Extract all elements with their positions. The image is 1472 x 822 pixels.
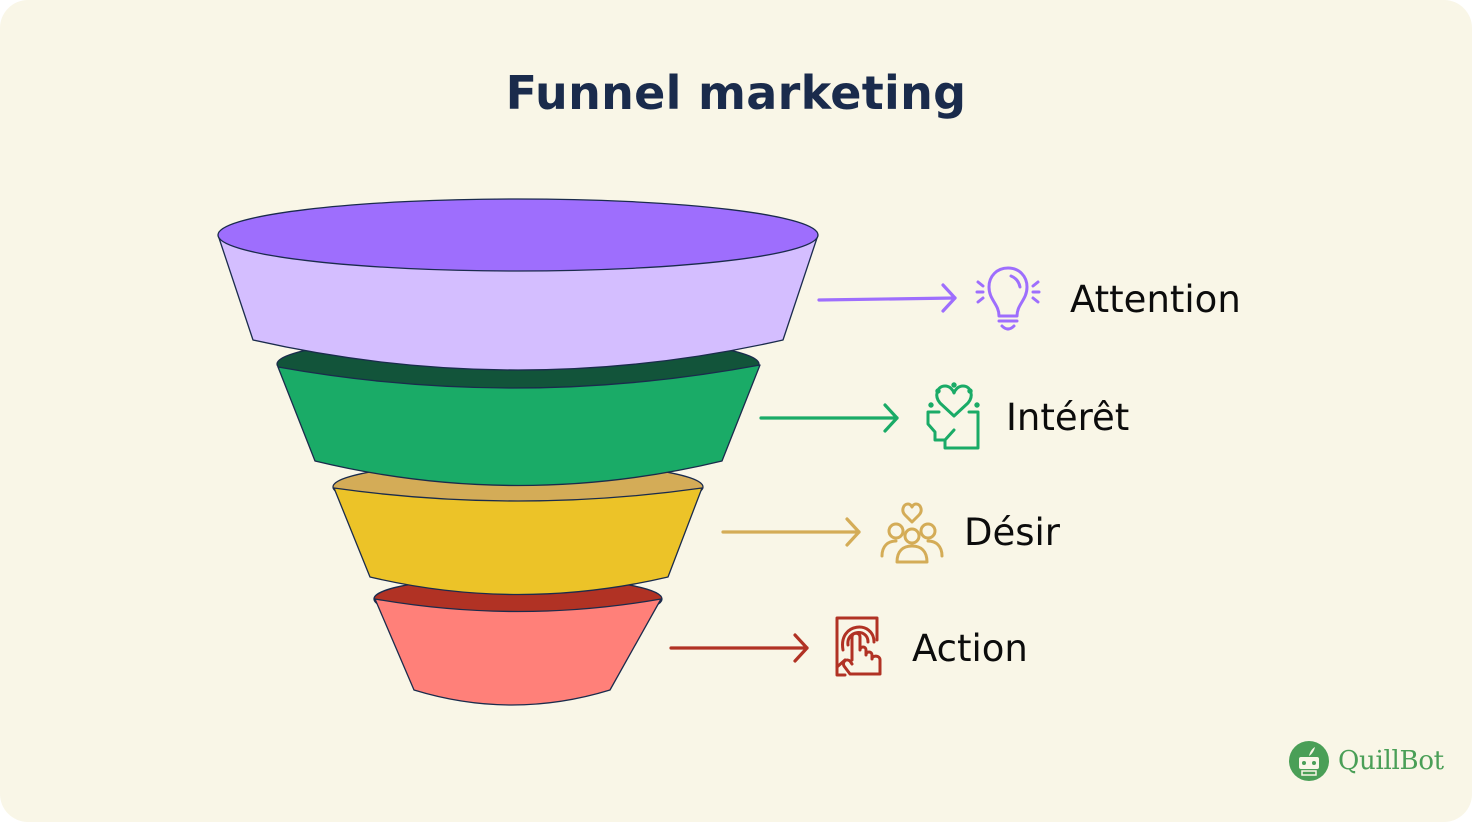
arrow-attention xyxy=(817,283,957,313)
stage-label-interet: Intérêt xyxy=(1006,396,1130,439)
lightbulb-icon xyxy=(975,266,1041,331)
stage-label-desir: Désir xyxy=(964,511,1061,554)
funnel-segment-attention xyxy=(217,198,819,371)
arrow-desir xyxy=(721,517,861,547)
page-title: Funnel marketing xyxy=(505,66,967,120)
arrow-action xyxy=(669,633,809,663)
head-heart-icon xyxy=(926,382,980,450)
arrow-interet xyxy=(759,403,899,433)
quillbot-logo: QuillBot xyxy=(1288,740,1444,782)
group-heart-icon xyxy=(880,502,944,564)
stage-label-action: Action xyxy=(912,627,1028,670)
quillbot-robot-icon xyxy=(1289,741,1329,781)
funnel-segment-action xyxy=(373,576,663,706)
touch-screen-icon xyxy=(835,616,882,677)
stage-label-attention: Attention xyxy=(1070,278,1241,321)
logo-text: QuillBot xyxy=(1338,746,1444,776)
